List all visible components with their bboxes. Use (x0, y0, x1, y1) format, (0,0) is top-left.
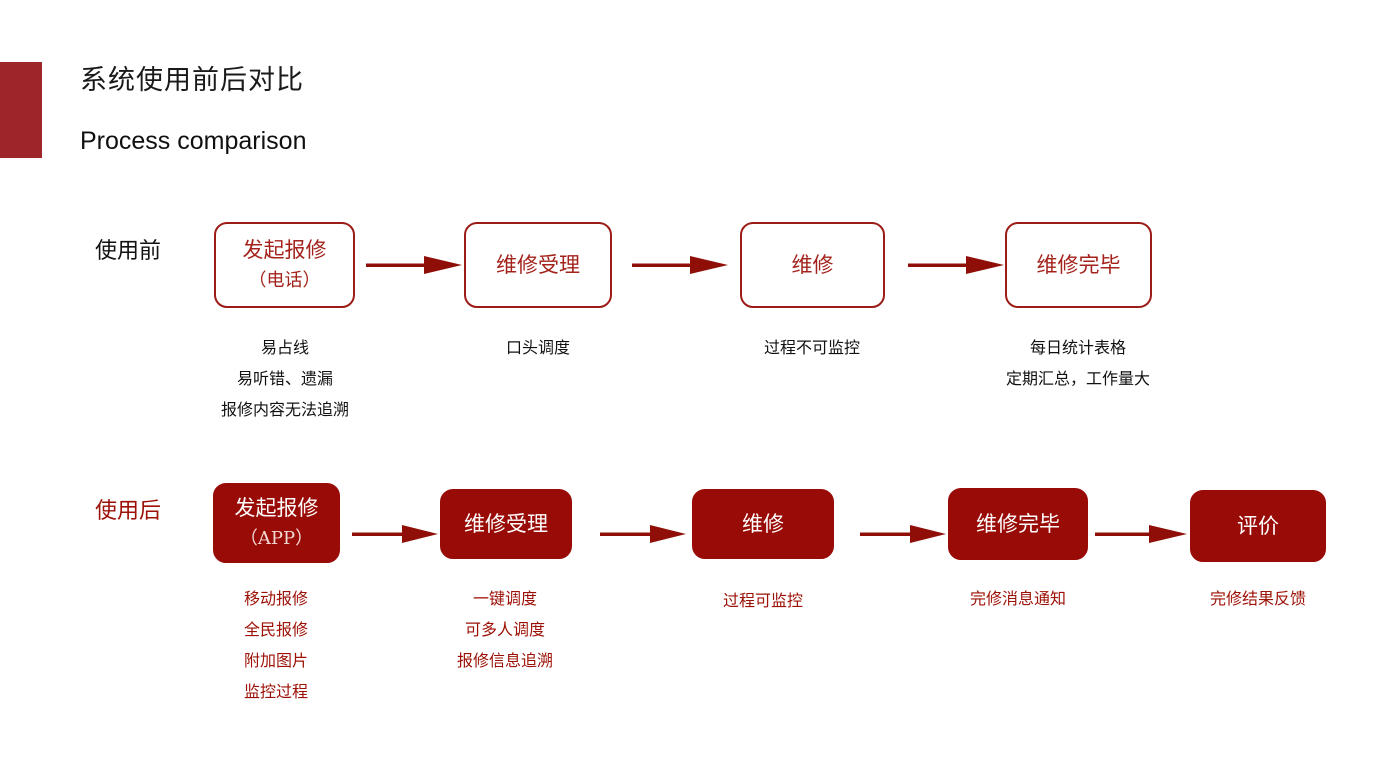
flow-box-title: 维修 (742, 512, 784, 536)
flow-box-title: 发起报修 (242, 238, 327, 262)
flow-box-after-2[interactable]: 维修受理 (440, 489, 572, 559)
caption-after-3: 过程可监控 (722, 591, 803, 610)
caption-after-2: 一键调度 可多人调度 报修信息追溯 (456, 589, 553, 670)
arrow-right-icon (908, 256, 1004, 274)
flow-box-title: 评价 (1237, 514, 1279, 538)
arrow-right-icon (600, 525, 686, 543)
page-subtitle: Process comparison (80, 127, 307, 155)
flow-box-before-1[interactable]: 发起报修 （电话） (214, 222, 355, 308)
arrow-right-icon (860, 525, 946, 543)
flow-box-title: 维修受理 (464, 512, 548, 536)
caption-before-2: 口头调度 (505, 338, 570, 357)
flow-box-title: 维修完毕 (976, 512, 1060, 536)
flow-box-title: 维修完毕 (1036, 253, 1121, 277)
accent-bar (0, 62, 42, 158)
arrow-right-icon (1095, 525, 1187, 543)
row-label-after: 使用后 (95, 499, 162, 524)
flow-box-after-4[interactable]: 维修完毕 (948, 488, 1088, 560)
flow-box-after-5[interactable]: 评价 (1190, 490, 1326, 562)
flow-box-before-4[interactable]: 维修完毕 (1005, 222, 1152, 308)
caption-after-1: 移动报修 全民报修 附加图片 监控过程 (243, 589, 308, 701)
flow-box-subtitle: （APP） (239, 528, 314, 549)
caption-after-5: 完修结果反馈 (1209, 589, 1306, 608)
arrow-right-icon (352, 525, 438, 543)
caption-before-4: 每日统计表格 定期汇总，工作量大 (1005, 338, 1150, 388)
flow-box-before-3[interactable]: 维修 (740, 222, 885, 308)
page-title: 系统使用前后对比 (80, 65, 304, 96)
flow-box-subtitle: （电话） (248, 270, 321, 291)
flow-box-title: 发起报修 (234, 496, 319, 520)
flow-box-title: 维修受理 (496, 253, 580, 277)
flow-box-after-3[interactable]: 维修 (692, 489, 834, 559)
row-label-before: 使用前 (95, 239, 162, 264)
flow-box-title: 维修 (791, 253, 834, 277)
arrow-right-icon (366, 256, 462, 274)
flow-box-after-1[interactable]: 发起报修 （APP） (213, 483, 340, 563)
arrow-right-icon (632, 256, 728, 274)
caption-after-4: 完修消息通知 (969, 589, 1066, 608)
caption-before-3: 过程不可监控 (763, 338, 860, 357)
flow-box-before-2[interactable]: 维修受理 (464, 222, 612, 308)
caption-before-1: 易占线 易听错、遗漏 报修内容无法追溯 (220, 338, 349, 419)
